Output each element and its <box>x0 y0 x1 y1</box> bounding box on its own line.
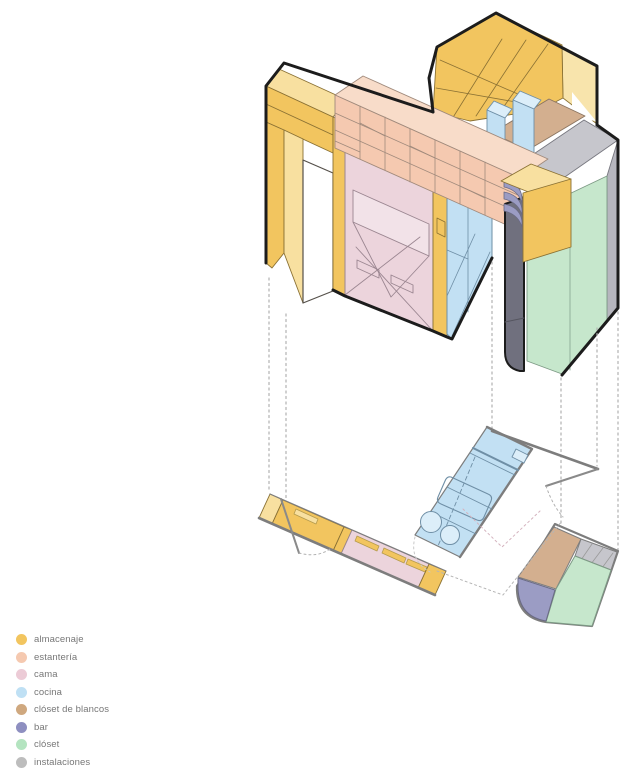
plan-right-wall <box>490 429 600 518</box>
iso-bar-column <box>503 179 525 372</box>
legend-item: cama <box>16 666 216 683</box>
legend-dot-bar <box>16 721 27 733</box>
legend-label: cocina <box>34 686 63 698</box>
legend-item: bar <box>16 719 216 736</box>
legend-label: cama <box>34 669 58 680</box>
legend-item: instalaciones <box>16 754 216 771</box>
legend-label: instalaciones <box>34 756 91 768</box>
legend-item: almacenaje <box>16 631 216 648</box>
plan-right-unit <box>515 522 620 628</box>
legend-dot-closet-de-blancos <box>16 704 27 715</box>
plan-bar <box>517 577 556 622</box>
legend-dot-instalaciones <box>16 756 27 768</box>
legend-item: clóset <box>16 736 216 753</box>
iso-view <box>264 11 620 625</box>
legend: almacenaje estantería cama cocina clóset… <box>16 631 216 771</box>
plan-kitchen <box>414 425 534 559</box>
legend-label: clóset de blancos <box>34 704 110 715</box>
legend-label: clóset <box>34 739 60 750</box>
legend-dot-closet <box>16 739 27 750</box>
legend-label: estantería <box>34 651 78 663</box>
iso-installations-side <box>606 139 619 322</box>
plan-storage-bed-band <box>257 493 447 597</box>
plan-closet <box>545 555 612 627</box>
legend-item: estantería <box>16 649 216 666</box>
iso-shelving <box>334 75 549 232</box>
iso-kitchen-face <box>446 195 493 340</box>
plan-door-leaf-left <box>280 498 300 554</box>
legend-item: cocina <box>16 684 216 701</box>
plan-view <box>257 425 620 628</box>
legend-dot-estanteria <box>16 651 27 663</box>
iso-outline <box>264 11 620 377</box>
iso-storage-cube <box>500 163 572 263</box>
plan-door-leaf-right <box>545 468 599 487</box>
legend-label: bar <box>34 721 49 733</box>
legend-dot-cama <box>16 669 27 680</box>
plan-dashed-marks <box>413 508 563 596</box>
legend-item: clóset de blancos <box>16 701 216 718</box>
iso-left-frame <box>265 68 348 304</box>
legend-dot-almacenaje <box>16 634 27 645</box>
iso-frame-opening <box>302 159 334 304</box>
legend-dot-cocina <box>16 686 27 698</box>
legend-label: almacenaje <box>34 634 84 645</box>
